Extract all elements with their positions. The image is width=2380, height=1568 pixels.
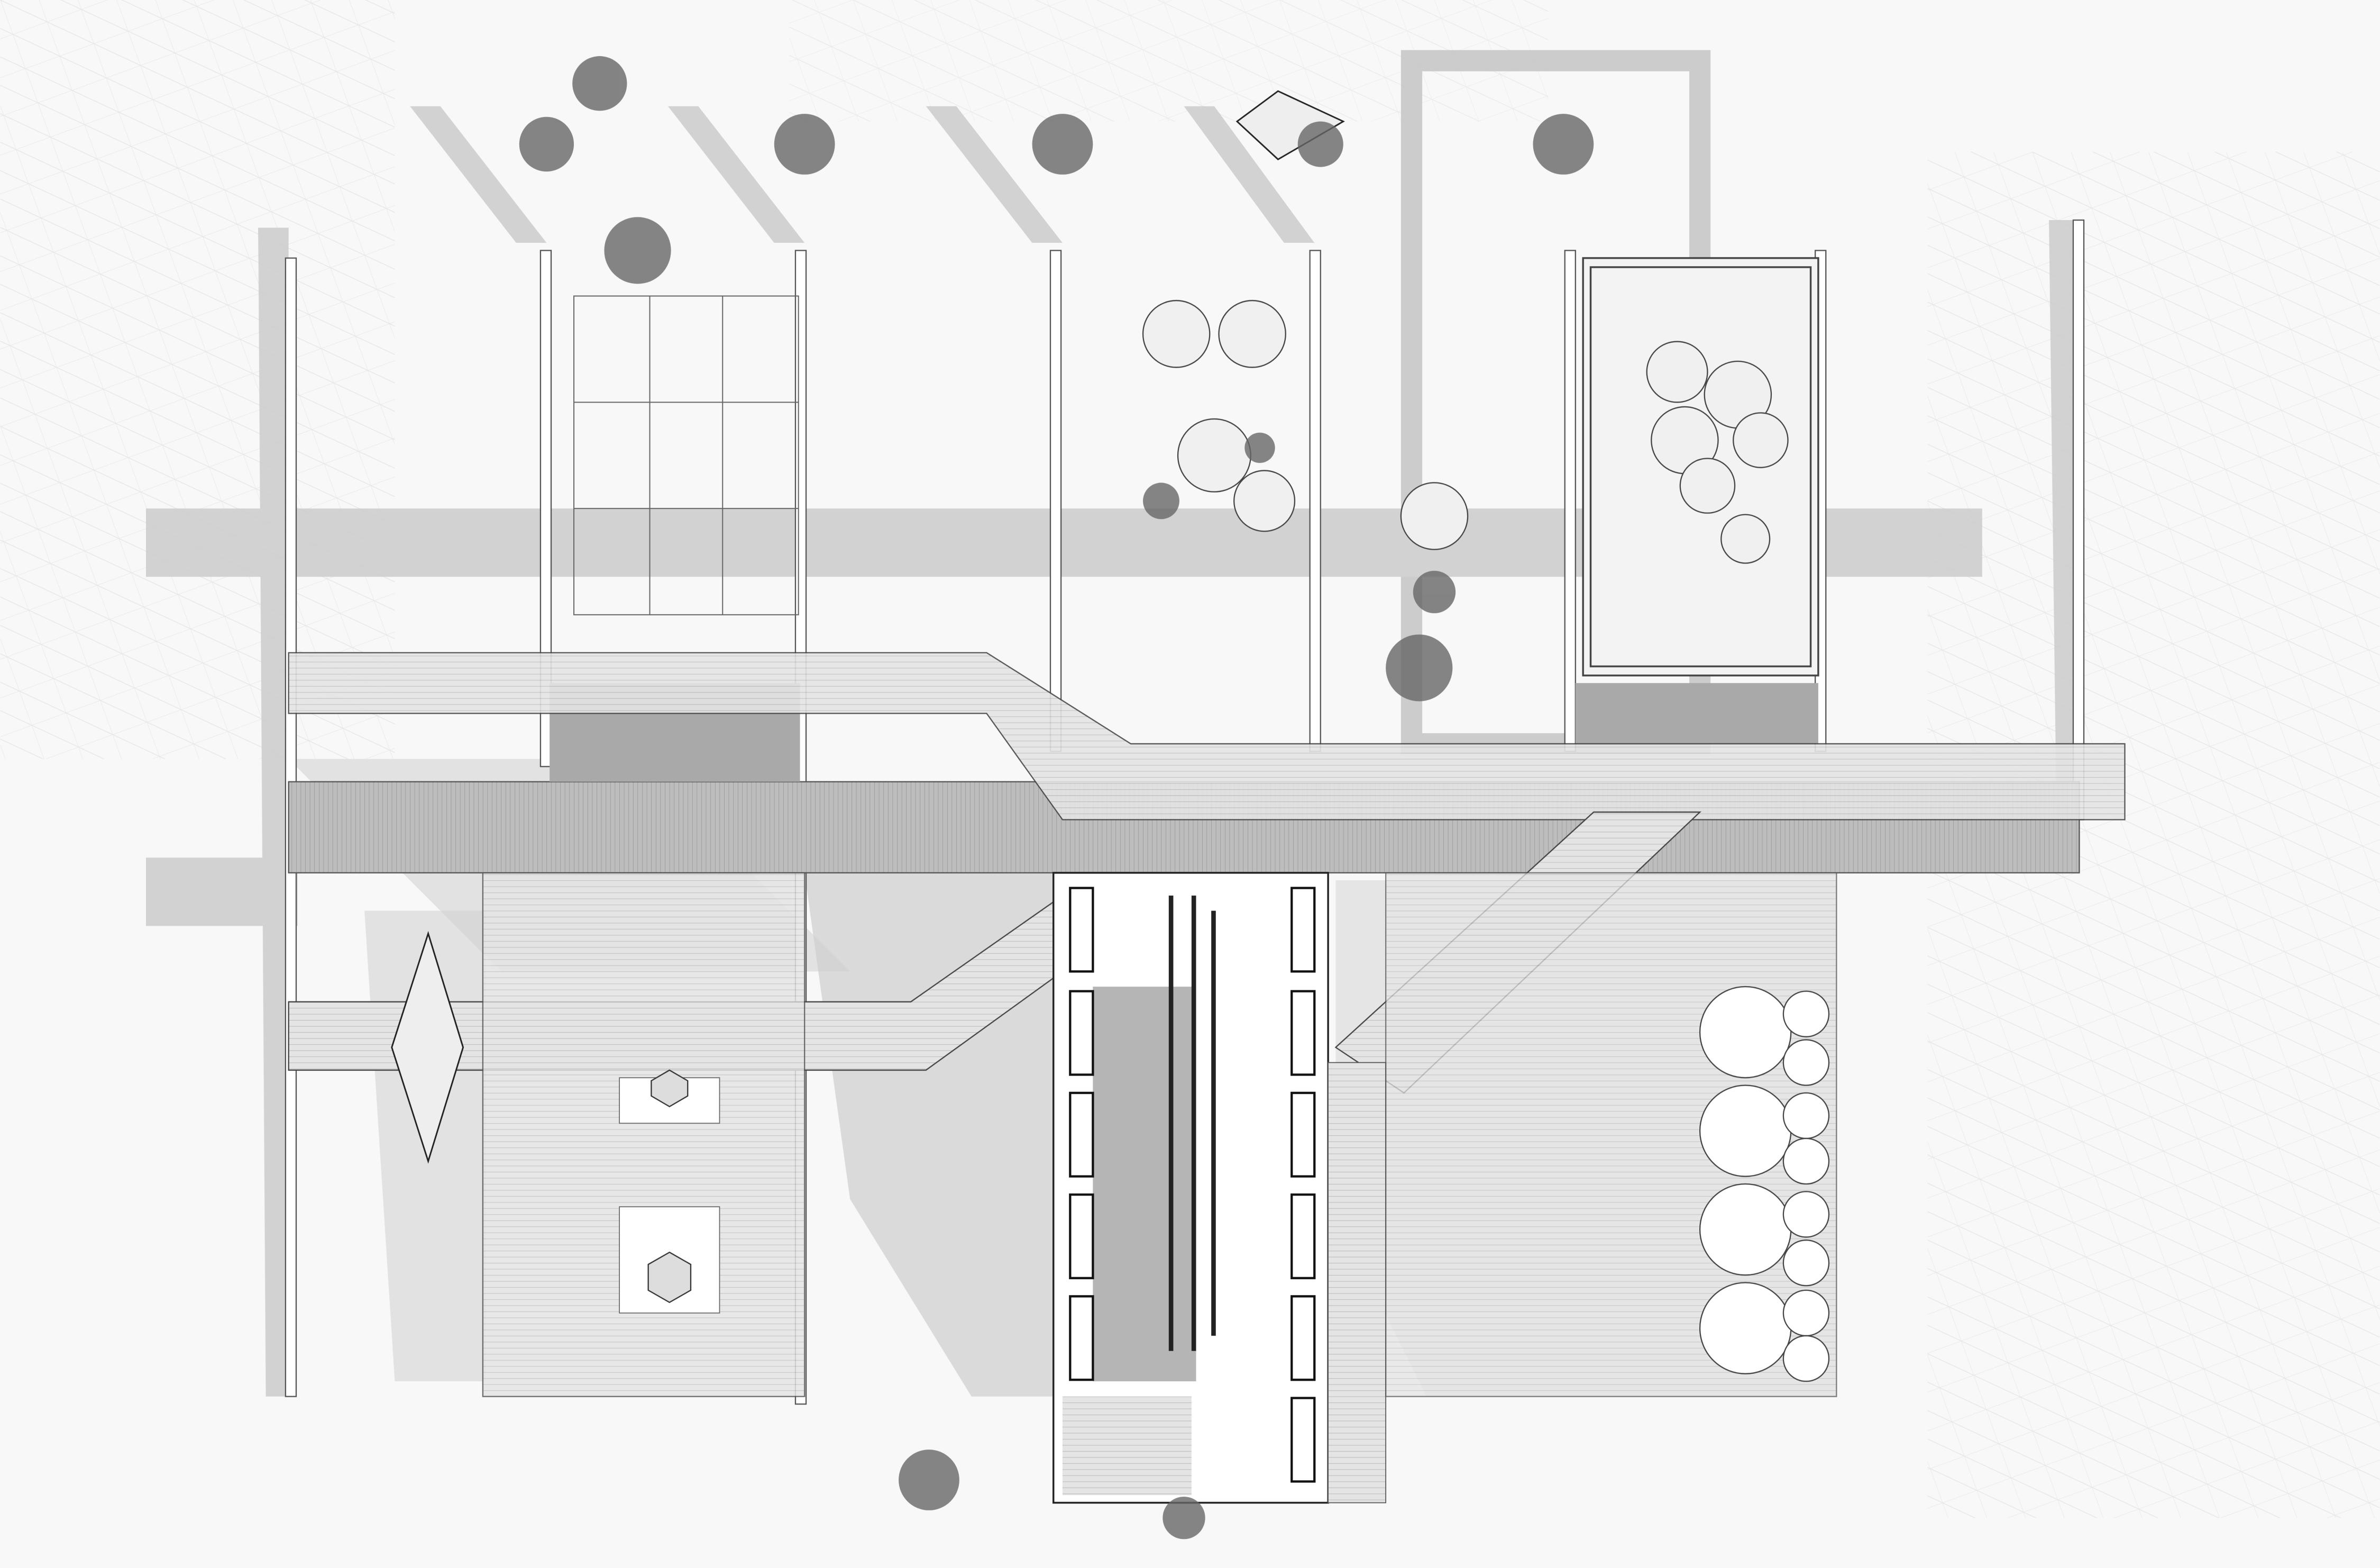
seating-rows <box>1168 895 1216 1351</box>
diamond-kite <box>391 931 464 1164</box>
pavilion-roof <box>647 1251 692 1303</box>
floating-spheres <box>1142 299 1789 564</box>
glass-frame-left <box>573 295 799 616</box>
side-gallery <box>1328 1062 1387 1503</box>
central-hall <box>1052 872 1387 1504</box>
deck-upper-section <box>1575 683 1818 744</box>
column <box>1564 250 1576 752</box>
left-lower-block <box>482 872 805 1397</box>
plants <box>519 56 1594 1539</box>
column <box>1049 250 1062 752</box>
display-cases <box>1069 887 1316 1483</box>
column <box>2072 219 2085 821</box>
column <box>539 250 552 768</box>
column <box>1309 250 1321 752</box>
tanks <box>1699 986 1830 1382</box>
pavilion-roof <box>651 1069 689 1108</box>
diamond-kite <box>1235 90 1345 161</box>
